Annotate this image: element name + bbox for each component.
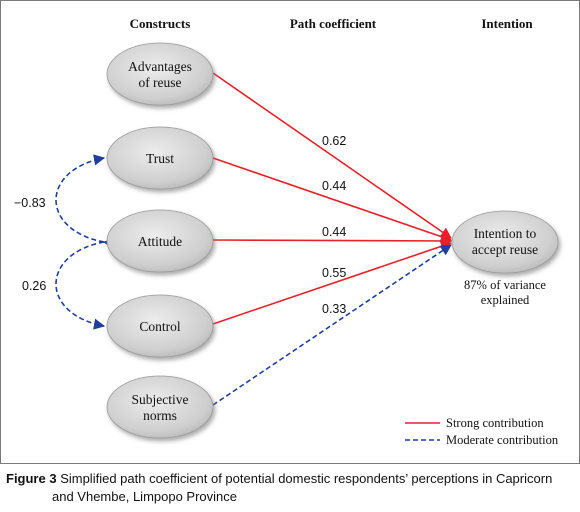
node-attitude: Attitude: [106, 209, 214, 273]
path-control: [212, 240, 453, 325]
coef-attitude: 0.44: [322, 225, 346, 239]
path-trust: [212, 157, 453, 243]
legend-moderate-label: Moderate contribution: [446, 433, 559, 447]
coef-control: 0.55: [322, 266, 346, 280]
coef-trust: 0.44: [322, 179, 346, 193]
node-control: Control: [106, 294, 214, 358]
node-subjective-label-2: norms: [143, 408, 177, 423]
coef-subjective: 0.33: [322, 302, 346, 316]
figure-label: Figure 3: [6, 471, 57, 486]
correlation-trust-attitude: −0.83: [14, 196, 46, 210]
coef-advantages: 0.62: [322, 134, 346, 148]
header-constructs: Constructs: [130, 16, 191, 31]
node-advantages: Advantages of reuse: [106, 42, 214, 106]
node-trust: Trust: [106, 126, 214, 190]
path-attitude: [212, 235, 453, 247]
legend: Strong contribution Moderate contributio…: [405, 416, 559, 447]
node-advantages-label-1: Advantages: [128, 59, 192, 74]
legend-strong-label: Strong contribution: [446, 416, 544, 430]
node-trust-label: Trust: [146, 151, 174, 166]
path-advantages: [212, 72, 452, 239]
node-attitude-label: Attitude: [138, 234, 182, 249]
caption-line-1: Simplified path coefficient of potential…: [56, 471, 553, 486]
variance-note-line-2: explained: [481, 293, 530, 307]
caption-line-2: and Vhembe, Limpopo Province: [52, 489, 238, 504]
path-diagram: Constructs Path coefficient Intention 0.…: [14, 16, 559, 447]
correlation-attitude-control: 0.26: [22, 279, 46, 293]
correlation-arc-attitude-control: [55, 241, 106, 330]
figure-caption: Figure 3 Simplified path coefficient of …: [6, 470, 576, 506]
correlation-arc-trust-attitude: [55, 154, 115, 250]
node-intention-label-2: accept reuse: [472, 242, 538, 257]
node-intention-label-1: Intention to: [474, 226, 537, 241]
node-control-label: Control: [139, 319, 181, 334]
header-path-coefficient: Path coefficient: [290, 16, 377, 31]
node-advantages-label-2: of reuse: [138, 75, 181, 90]
variance-note-line-1: 87% of variance: [464, 278, 546, 292]
node-subjective-label-1: Subjective: [132, 392, 189, 407]
node-subjective-norms: Subjective norms: [106, 375, 214, 439]
header-intention: Intention: [481, 16, 533, 31]
node-intention: Intention to accept reuse: [451, 210, 559, 274]
